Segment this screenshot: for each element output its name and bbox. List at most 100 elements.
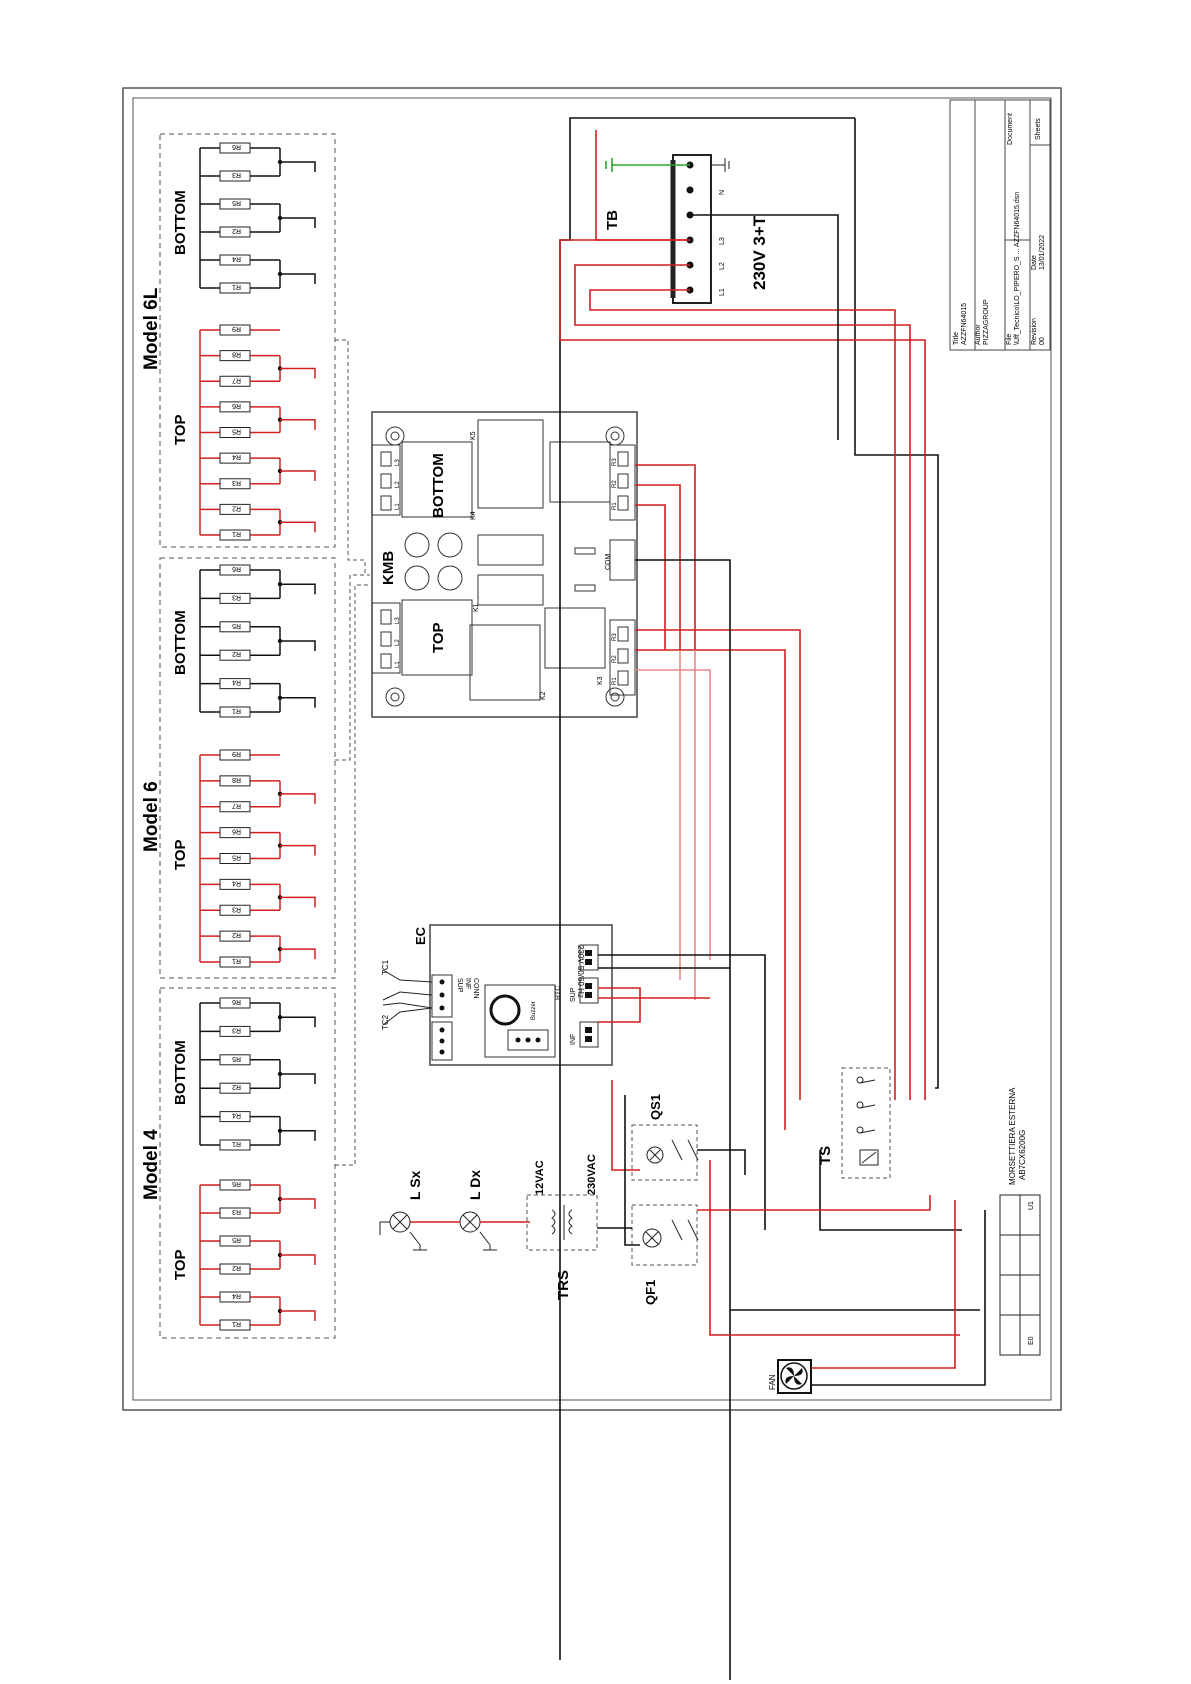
resistor-output	[280, 418, 316, 430]
resistor-label: R1	[232, 957, 241, 964]
resistor-body	[219, 904, 251, 916]
ts-label: TS	[817, 1146, 834, 1165]
resistor-body	[219, 956, 251, 968]
resistor-body	[219, 1025, 251, 1037]
resistor-output	[280, 793, 316, 804]
resistor-label: R1	[232, 530, 241, 537]
tb-terminal-block: TB 230V 3+T L1 L2 L3 N	[604, 154, 769, 304]
resistor-body	[219, 1263, 251, 1275]
kmb-terminal-slot	[380, 631, 392, 647]
tb-label: TB	[604, 210, 621, 230]
external-terminal-strip: MORSETTIERA ESTERNA AB7CX6200G U1 E0	[999, 1087, 1041, 1356]
resistor-body	[219, 678, 251, 690]
qf1-switch: QF1	[631, 1204, 699, 1305]
kmb-bottom-label: BOTTOM	[430, 453, 447, 518]
model-4-bottom-label: BOTTOM	[172, 1040, 189, 1105]
tb-voltage: 230V 3+T	[750, 215, 769, 290]
kmb-terminal-label: R1	[612, 677, 618, 685]
date-label: Date	[1031, 255, 1038, 270]
resistor-body	[219, 401, 251, 413]
resistor-output	[280, 470, 316, 481]
model-6-title: Model 6	[141, 781, 162, 852]
sheets-label: Sheets	[1035, 118, 1042, 140]
terminal-strip-code: AB7CX6200G	[1018, 1130, 1027, 1180]
trs-label: TRS	[555, 1270, 572, 1300]
resistor-output	[280, 583, 316, 595]
trs-transformer: TRS 12VAC 230VAC	[526, 1154, 598, 1300]
kmb-com-label: COM	[605, 554, 612, 571]
resistor-output	[280, 161, 316, 172]
trs-12vac-label: 12VAC	[534, 1160, 546, 1195]
wiring	[559, 117, 986, 1680]
model-6l-title: Model 6L	[141, 287, 162, 370]
date-value: 13/01/2022	[1039, 235, 1046, 270]
title-label: Title	[953, 332, 960, 345]
resistor-body	[219, 324, 251, 336]
resistor-body	[219, 282, 251, 294]
resistor-output	[280, 948, 316, 960]
kmb-relay-k4: K4	[470, 511, 477, 520]
resistor-label: R4	[232, 679, 241, 686]
kmb-terminal-label: L2	[395, 481, 401, 488]
resistor-body	[219, 621, 251, 633]
ec-tc2-label: TC2	[381, 1014, 390, 1030]
resistor-label: R8	[232, 776, 241, 783]
resistor-label: R5	[232, 428, 241, 435]
author-value: PIZZAGROUP	[983, 299, 990, 345]
kmb-terminal-label: L3	[395, 459, 401, 466]
kmb-terminal-slot	[617, 670, 629, 686]
resistor-label: R6	[232, 402, 241, 409]
resistor-output	[280, 896, 316, 908]
resistor-body	[219, 749, 251, 761]
resistor-body	[219, 1179, 251, 1191]
model-4-title: Model 4	[141, 1129, 162, 1200]
resistor-body	[219, 827, 251, 839]
resistor-label: R5	[232, 199, 241, 206]
document-label: Document	[1007, 113, 1014, 145]
kmb-terminal-slot	[380, 495, 392, 511]
resistor-output	[280, 844, 316, 856]
kmb-label: KMB	[380, 551, 397, 585]
terminal-strip-u1: U1	[1028, 1201, 1035, 1210]
tb-term-l2: L2	[719, 262, 726, 270]
terminal-strip-title: MORSETTIERA ESTERNA	[1008, 1087, 1017, 1185]
resistor-body	[219, 1054, 251, 1066]
kmb-terminal-slot	[617, 451, 629, 467]
trs-230vac-label: 230VAC	[586, 1154, 598, 1195]
resistor-label: R3	[232, 905, 241, 912]
kmb-terminal-slot	[617, 473, 629, 489]
qs1-label: QS1	[648, 1094, 663, 1120]
kmb-top-label: TOP	[430, 622, 447, 653]
kmb-terminal-slot	[617, 648, 629, 664]
model-4-top-label: TOP	[172, 1249, 189, 1280]
resistor-label: R9	[232, 325, 241, 332]
ec-power-label: 230V 50/60 Hz	[576, 945, 585, 998]
model-6-bottom-label: BOTTOM	[172, 610, 189, 675]
fan: FAN	[768, 1359, 812, 1394]
resistor-output	[280, 697, 316, 708]
resistor-label: R6	[232, 828, 241, 835]
kmb-terminal-label: R2	[612, 655, 618, 663]
resistor-output	[280, 1073, 316, 1084]
resistor-body	[219, 706, 251, 718]
ec-conn-sup-label: SUP	[456, 978, 463, 993]
tb-term-l1: L1	[719, 288, 726, 296]
resistor-body	[219, 529, 251, 541]
kmb-terminal-slot	[380, 609, 392, 625]
resistor-label: R3	[232, 171, 241, 178]
kmb-terminal-label: L2	[395, 639, 401, 646]
revision-label: Revision	[1031, 318, 1038, 345]
resistor-label: R4	[232, 1112, 241, 1119]
resistor-output	[280, 1310, 316, 1321]
file-value: \Uff_Tecnico\LO_PIPERO_S ... AZZFN64015.…	[1014, 192, 1021, 345]
resistor-label: R3	[232, 479, 241, 486]
resistor-label: R1	[232, 283, 241, 290]
kmb-relay-k3: K3	[597, 676, 604, 685]
qs1-switch: QS1	[631, 1094, 699, 1181]
